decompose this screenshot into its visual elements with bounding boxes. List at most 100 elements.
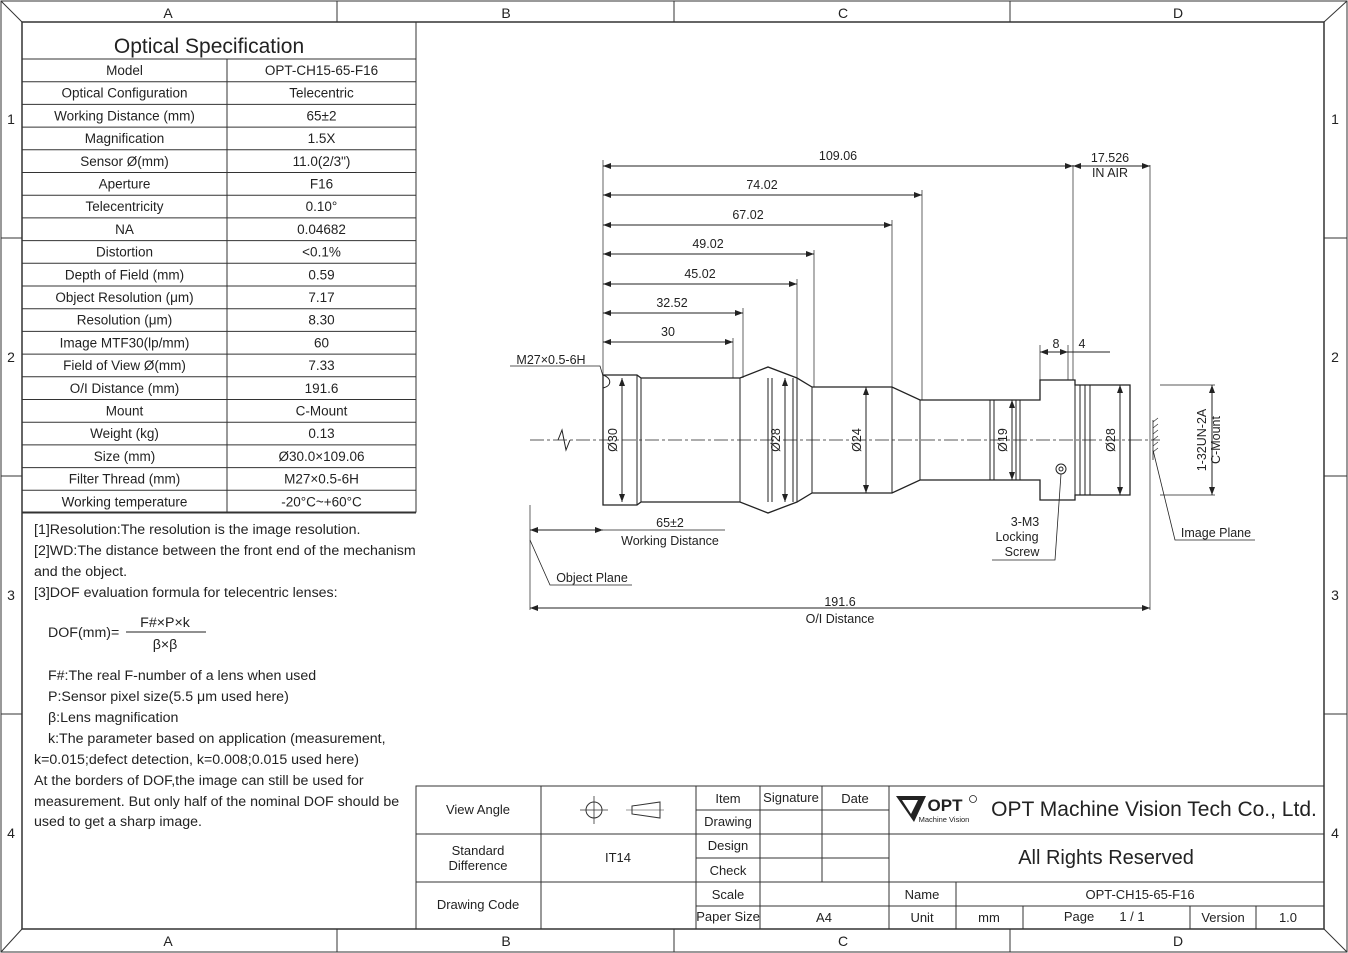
dim-74-02: 74.02 [746, 178, 777, 192]
diameter-19: Ø19 [996, 428, 1010, 452]
def-beta: β:Lens magnification [48, 710, 178, 726]
opt-logo-inner [902, 800, 918, 814]
spec-param-name: Depth of Field (mm) [65, 267, 184, 282]
item-label: Item [715, 791, 740, 806]
row-label-2: 2 [7, 349, 15, 365]
paper-size-value: A4 [816, 910, 832, 925]
spec-param-value: <0.1% [302, 245, 341, 260]
spec-param-value: M27×0.5-6H [284, 472, 359, 487]
spec-param-value: 0.13 [308, 426, 334, 441]
dim-67-02: 67.02 [732, 208, 763, 222]
dim-8: 8 [1053, 337, 1060, 351]
name-value: OPT-CH15-65-F16 [1085, 887, 1194, 902]
border-labels: A B C D A B C D 1 2 3 4 1 2 3 4 [7, 5, 1339, 949]
spec-param-value: 7.17 [308, 290, 334, 305]
col-label-c: C [838, 5, 848, 21]
spec-param-value: 7.33 [308, 358, 334, 373]
spec-param-name: Working temperature [62, 494, 188, 509]
diameter-30: Ø30 [606, 428, 620, 452]
spec-param-name: Weight (kg) [90, 426, 159, 441]
spec-param-value: -20°C~+60°C [281, 494, 362, 509]
unit-value: mm [978, 910, 1000, 925]
spec-param-name: Size (mm) [94, 449, 156, 464]
spec-param-name: Image MTF30(lp/mm) [60, 335, 190, 350]
spec-param-value: Ø30.0×109.06 [279, 449, 365, 464]
dim-in-air: IN AIR [1092, 166, 1128, 180]
spec-param-value: 0.10° [306, 199, 338, 214]
spec-title: Optical Specification [114, 35, 304, 58]
col-label-d: D [1173, 5, 1183, 21]
col-label-a-bottom: A [163, 933, 173, 949]
note-wd-line2: and the object. [34, 564, 127, 580]
mount-type: C-Mount [1209, 416, 1223, 464]
row-label-3: 3 [7, 587, 15, 603]
row-label-4: 4 [7, 825, 15, 841]
note-dof-title: [3]DOF evaluation formula for telecentri… [34, 585, 338, 601]
oi-distance-value: 191.6 [824, 595, 855, 609]
std-diff-label-2: Difference [448, 858, 507, 873]
dim-30: 30 [661, 325, 675, 339]
spec-param-value: 1.5X [308, 131, 336, 146]
object-plane-label: Object Plane [556, 571, 628, 585]
row-label-1-right: 1 [1331, 111, 1339, 127]
dof-numerator: F#×P×k [140, 615, 191, 631]
title-block [415, 785, 1325, 930]
spec-param-value: 0.04682 [297, 222, 346, 237]
spec-param-value: 191.6 [305, 381, 339, 396]
screw-label: Screw [1005, 545, 1041, 559]
dim-total-length: 109.06 [819, 149, 857, 163]
rights-text: All Rights Reserved [1018, 847, 1194, 869]
oi-distance-label: O/I Distance [806, 612, 875, 626]
col-label-b-bottom: B [501, 933, 510, 949]
col-label-b: B [501, 5, 510, 21]
registered-mark-icon [969, 795, 977, 803]
col-label-d-bottom: D [1173, 933, 1183, 949]
paper-size-label: Paper Size [696, 909, 760, 924]
spec-param-value: F16 [310, 177, 333, 192]
spec-param-value: 8.30 [308, 313, 334, 328]
spec-param-name: Filter Thread (mm) [69, 472, 181, 487]
spec-param-name: Aperture [99, 177, 151, 192]
note-wd-line1: [2]WD:The distance between the front end… [34, 543, 416, 559]
date-label: Date [841, 791, 868, 806]
spec-param-value: 60 [314, 335, 329, 350]
note-border-3: used to get a sharp image. [34, 814, 202, 830]
opt-logo-text: OPT [928, 796, 964, 815]
col-label-c-bottom: C [838, 933, 848, 949]
spec-param-name: Magnification [85, 131, 165, 146]
def-fnumber: F#:The real F-number of a lens when used [48, 668, 316, 684]
spec-param-value: Telecentric [289, 86, 354, 101]
spec-param-name: Resolution (μm) [77, 313, 173, 328]
diameter-28-front: Ø28 [769, 428, 783, 452]
screw-locking: Locking [995, 530, 1038, 544]
break-symbol [557, 428, 571, 452]
design-label: Design [708, 838, 748, 853]
drawing-code-label: Drawing Code [437, 897, 519, 912]
spec-param-name: Model [106, 63, 143, 78]
dim-45-02: 45.02 [684, 267, 715, 281]
working-distance-label: Working Distance [621, 534, 719, 548]
title-block-text: View Angle Standard Difference IT14 Draw… [437, 790, 1317, 925]
dof-denominator: β×β [153, 637, 178, 653]
opt-logo-subtext: Machine Vision [919, 815, 970, 824]
company-name: OPT Machine Vision Tech Co., Ltd. [991, 798, 1317, 821]
note-border-2: measurement. But only half of the nomina… [34, 794, 399, 810]
dimension-labels: 109.06 17.526 IN AIR 74.02 67.02 49.02 4… [516, 149, 1251, 626]
dim-49-02: 49.02 [692, 237, 723, 251]
dim-32-52: 32.52 [656, 296, 687, 310]
row-label-4-right: 4 [1331, 825, 1339, 841]
lens-drawing [510, 160, 1255, 611]
working-distance-value: 65±2 [656, 516, 684, 530]
dim-4: 4 [1079, 337, 1086, 351]
spec-param-value: 65±2 [307, 108, 337, 123]
spec-param-value: 11.0(2/3") [293, 154, 351, 169]
tolerance-grade: IT14 [605, 850, 631, 865]
spec-param-name: Object Resolution (μm) [55, 290, 193, 305]
version-value: 1.0 [1279, 910, 1297, 925]
image-plane-label: Image Plane [1181, 526, 1251, 540]
unit-label: Unit [910, 910, 934, 925]
scale-label: Scale [712, 887, 745, 902]
view-angle-cone [631, 801, 661, 819]
version-label: Version [1201, 910, 1244, 925]
